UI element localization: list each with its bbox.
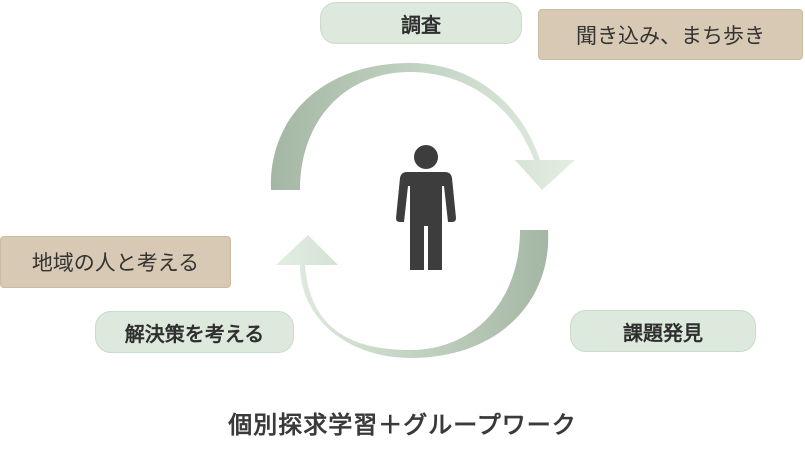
cycle-arrow-upper bbox=[270, 63, 575, 190]
step-solution-label: 解決策を考える bbox=[95, 311, 294, 353]
cycle-arrow-lower bbox=[276, 230, 549, 358]
note-think-with-locals: 地域の人と考える bbox=[0, 236, 231, 288]
step-survey-label: 調査 bbox=[320, 2, 522, 44]
footer-title: 個別探求学習＋グループワーク bbox=[228, 411, 577, 439]
step-issue-discovery-label: 課題発見 bbox=[570, 310, 756, 352]
person-icon bbox=[396, 145, 456, 270]
note-interview: 聞き込み、まち歩き bbox=[538, 9, 803, 60]
